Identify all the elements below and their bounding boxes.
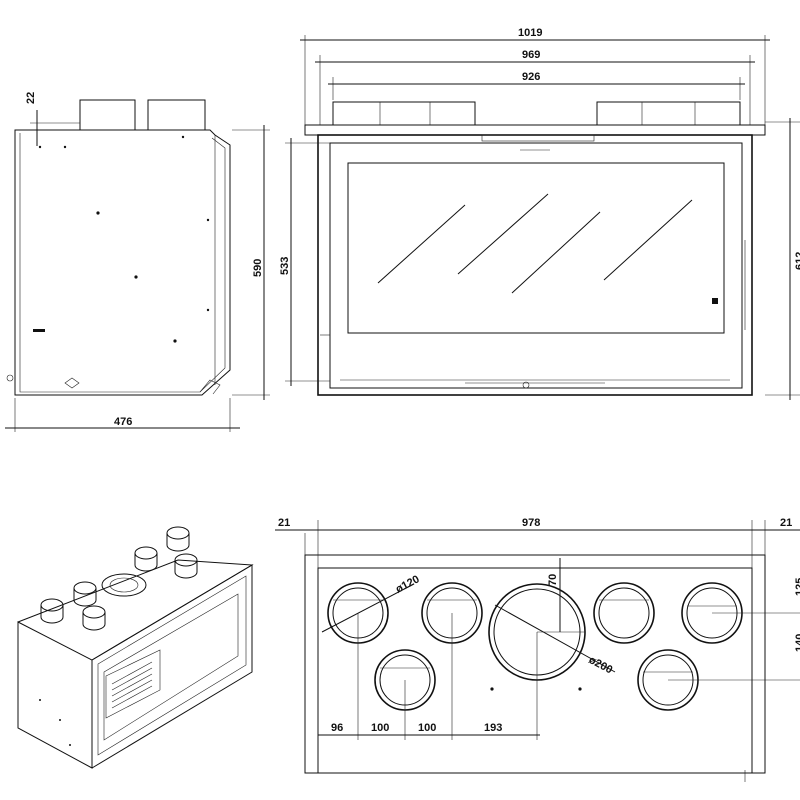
isometric-view [17,526,254,769]
dim-front-glass-height: 533 [279,257,291,275]
dim-top-left-margin: 21 [278,517,290,529]
dim-side-top-offset: 22 [25,92,37,104]
dim-large-outlet-diameter: ø200 [587,654,615,676]
dim-large-outlet-offset: 70 [547,574,559,586]
top-view: 21 978 21 [275,517,800,782]
dim-right-mid: 140 [794,634,800,652]
dim-front-right-height: 612 [794,252,800,270]
dim-small-outlet-diameter: ø120 [394,573,422,595]
dim-spacing-1: 96 [331,722,343,734]
dim-spacing-2: 100 [371,722,389,734]
dim-front-overall-width: 1019 [518,27,542,39]
front-view: 1019 969 926 533 [279,27,800,400]
dim-spacing-4: 193 [484,722,502,734]
side-view: 476 590 22 [5,92,270,432]
dim-spacing-3: 100 [418,722,436,734]
dim-side-depth: 476 [114,416,132,428]
dim-right-top: 125 [794,578,800,596]
dim-front-frame-width: 969 [522,49,540,61]
dim-top-right-margin: 21 [780,517,792,529]
dim-top-inner-width: 978 [522,517,540,529]
dim-front-inner-width: 926 [522,71,540,83]
outlet-4 [593,582,655,644]
dim-side-height: 590 [252,259,264,277]
